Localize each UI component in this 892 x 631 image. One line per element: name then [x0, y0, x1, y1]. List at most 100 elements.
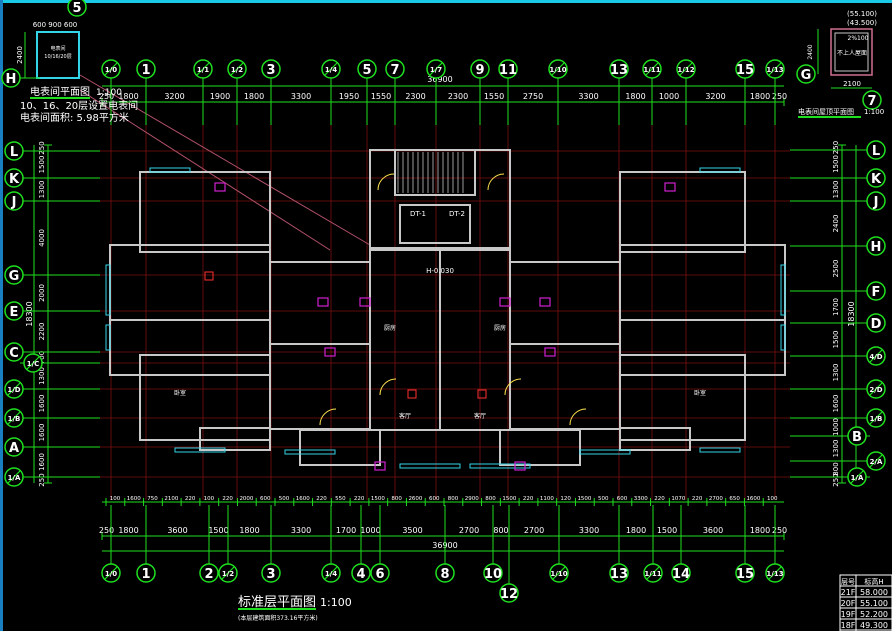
dimension-text: 120 [560, 496, 571, 502]
dimension-text: 1300 [832, 440, 840, 458]
axis-bubble-top-label: 15 [736, 63, 754, 78]
axis-bubble-top [735, 59, 755, 79]
axis-bubble-bottom-label: 8 [440, 567, 449, 582]
axis-bubble-slash [26, 356, 40, 370]
dimension-text: 3600 [167, 526, 187, 535]
dimension-text: 1950 [339, 92, 359, 101]
axis-bubble-bottom-label: 1 [141, 567, 150, 582]
dimension-text: 1550 [484, 92, 504, 101]
dimension-text: 1600 [127, 496, 141, 502]
axis-bubble-bottom-label: 4 [356, 567, 365, 582]
dimension-text: 1550 [371, 92, 391, 101]
dimension-text: 2900 [465, 496, 479, 502]
marker-red [204, 271, 214, 281]
window [780, 324, 786, 351]
axis-bubble-right [866, 168, 886, 188]
axis-bubble-bottom [351, 563, 371, 583]
fixture [324, 347, 336, 357]
axis-bubble-slash [679, 62, 693, 76]
axis-bubble-slash [7, 382, 21, 396]
axis-bubble-left-label: 1/A [8, 474, 21, 482]
dimension-text: 3200 [164, 92, 184, 101]
room-wall [394, 149, 476, 196]
axis-bubble-5-label: 5 [72, 1, 81, 16]
room-wall [369, 149, 511, 249]
window [149, 167, 191, 173]
table-cell-floor: 19F [841, 610, 856, 619]
dimension-text: 600 [429, 496, 440, 502]
axis-bubble-bottom [483, 563, 503, 583]
dimension-text: 2000 [239, 496, 253, 502]
room-wall [269, 261, 371, 345]
axis-bubble-left-label: 1/C [27, 360, 40, 368]
axis-bubble-left [4, 265, 24, 285]
axis-bubble-top-label: 13 [610, 63, 628, 78]
dimension-text: 1500 [38, 156, 46, 174]
window [105, 324, 111, 351]
dimension-text: 2600 [408, 496, 422, 502]
room-wall [109, 244, 271, 321]
dimension-text: 800 [391, 496, 402, 502]
window [399, 463, 461, 469]
room-wall [139, 171, 271, 253]
dimension-text: 1600 [38, 395, 46, 413]
axis-bubble-left-label: G [9, 269, 20, 284]
fixture [514, 461, 526, 471]
dimension-text: 2400 [832, 215, 840, 233]
dimension-text: 1800 [750, 526, 770, 535]
dimension-text: 1300 [38, 367, 46, 385]
dimension-text: 1300 [832, 181, 840, 199]
axis-bubble-right-label: K [871, 172, 882, 187]
axis-bubble-bottom-label: 13 [610, 567, 628, 582]
roof-elevation-2: (43.500) [847, 19, 877, 27]
axis-bubble-top [357, 59, 377, 79]
axis-bubble-right-label: L [872, 144, 880, 159]
axis-bubble-top-label: 1/0 [105, 66, 117, 74]
dimension-text: 220 [692, 496, 703, 502]
dimension-text: 250 [772, 92, 787, 101]
axis-bubble-left-label: A [9, 441, 19, 456]
fixture [317, 297, 329, 307]
meter-room-note-1: 10、16、20层设置电表间 [20, 99, 138, 112]
dimension-text: 1800 [750, 92, 770, 101]
axis-bubble-slash [646, 566, 660, 580]
plan-subtitle: (本层建筑面积373.16平方米) [238, 614, 318, 622]
room-wall [619, 171, 746, 253]
dimension-text: 800 [493, 526, 508, 535]
fixture [214, 182, 226, 192]
dimension-text: 1500 [657, 526, 677, 535]
axis-bubble-slash [324, 62, 338, 76]
dimension-text: 2700 [709, 496, 723, 502]
dimension-text: 1800 [626, 526, 646, 535]
axis-bubble-bottom-label: 15 [736, 567, 754, 582]
window [284, 449, 336, 455]
axis-bubble-bottom-label: 1/0 [105, 570, 117, 578]
axis-bubble-5 [67, 0, 87, 17]
room-wall [199, 427, 271, 451]
dimension-text: 600 [260, 496, 271, 502]
axis-bubble-right-label: H [871, 240, 882, 255]
axis-bubble-bottom-label: 2 [204, 567, 213, 582]
axis-bubble-top [385, 59, 405, 79]
axis-bubble-top-label: 11 [499, 63, 517, 78]
axis-bubble-left-label: 1/B [8, 415, 21, 423]
room-wall [619, 319, 786, 376]
axis-bubble-slash [869, 382, 883, 396]
axis-bubble-slash [324, 566, 338, 580]
plan-scale: 1:100 [320, 596, 352, 609]
axis-bubble-top-label: 1/1 [197, 66, 209, 74]
window [105, 264, 111, 316]
table-cell-floor: 20F [841, 599, 856, 608]
dimension-text: 1700 [336, 526, 356, 535]
axis-bubble-bottom-label: 6 [375, 567, 384, 582]
dimension-text: 2700 [524, 526, 544, 535]
axis-bubble-top-label: 7 [390, 63, 399, 78]
table-cell-elevation: 49.300 [860, 621, 888, 630]
dimension-text: 1500 [577, 496, 591, 502]
table-cell-elevation: 52.200 [860, 610, 888, 619]
axis-bubble-bottom-label: 1/2 [222, 570, 234, 578]
axis-bubble-top [261, 59, 281, 79]
room-wall [509, 343, 621, 430]
axis-bubble-bottom [136, 563, 156, 583]
